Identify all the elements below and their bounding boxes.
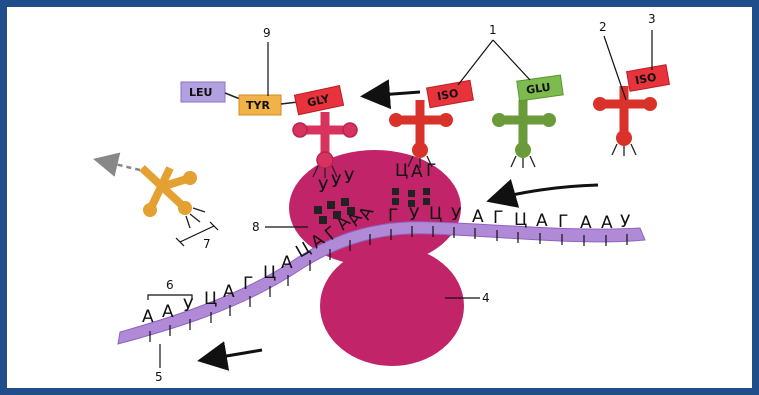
arrow-incoming (492, 185, 598, 200)
release-arrow (98, 160, 140, 170)
mrna-base: У (620, 212, 631, 232)
mrna-base: А (223, 282, 235, 302)
mrna-base: А (281, 253, 293, 273)
label-6: 6 (166, 278, 174, 292)
mrna-base: А (536, 211, 548, 231)
mrna-base: Ц (514, 210, 527, 230)
anticodon-base: У (344, 168, 355, 188)
tag-iso-bound: ISO (427, 80, 474, 107)
arrow-mrna-direction (203, 350, 262, 360)
peptide-bond (225, 93, 240, 99)
anticodon-base: Ц (395, 161, 408, 181)
label-5: 5 (155, 370, 163, 384)
svg-text:LEU: LEU (189, 86, 212, 99)
mrna-base: У (409, 205, 420, 225)
label-2: 2 (599, 20, 607, 34)
label-9: 9 (263, 26, 271, 40)
anticodon-base: У (318, 177, 329, 197)
mrna-base: Г (388, 206, 398, 226)
label-4: 4 (482, 291, 490, 305)
mrna-base: А (162, 302, 174, 322)
tag-gly: GLY (294, 86, 343, 115)
tag-iso-free: ISO (627, 65, 670, 92)
trna-released (142, 168, 205, 228)
label-7: 7 (203, 237, 211, 251)
mrna-base: А (142, 307, 154, 327)
protein-synthesis-diagram: А А У Ц А Г Ц А Ц А Г А А А Г У Ц У А Г … (7, 7, 752, 388)
label-3: 3 (648, 12, 656, 26)
mrna-base: А (472, 207, 484, 227)
tag-tyr: TYR (239, 95, 281, 115)
arrow-left-top (366, 92, 420, 96)
mrna-base: Г (243, 274, 253, 294)
trna-glu (492, 100, 556, 168)
mrna-base: А (601, 213, 613, 233)
anticodon-base: А (411, 162, 423, 182)
svg-text:TYR: TYR (246, 99, 270, 112)
mrna-base: Г (558, 212, 568, 232)
mrna-base: Ц (263, 263, 276, 283)
label-1: 1 (489, 23, 497, 37)
mrna-base: Г (493, 208, 503, 228)
mrna-base: У (451, 205, 462, 225)
mrna-base: Ц (204, 289, 217, 309)
mrna-base: А (580, 213, 592, 233)
tag-leu: LEU (181, 82, 225, 102)
mrna-base: Ц (429, 204, 442, 224)
tag-glu: GLU (517, 75, 563, 101)
label-8: 8 (252, 220, 260, 234)
